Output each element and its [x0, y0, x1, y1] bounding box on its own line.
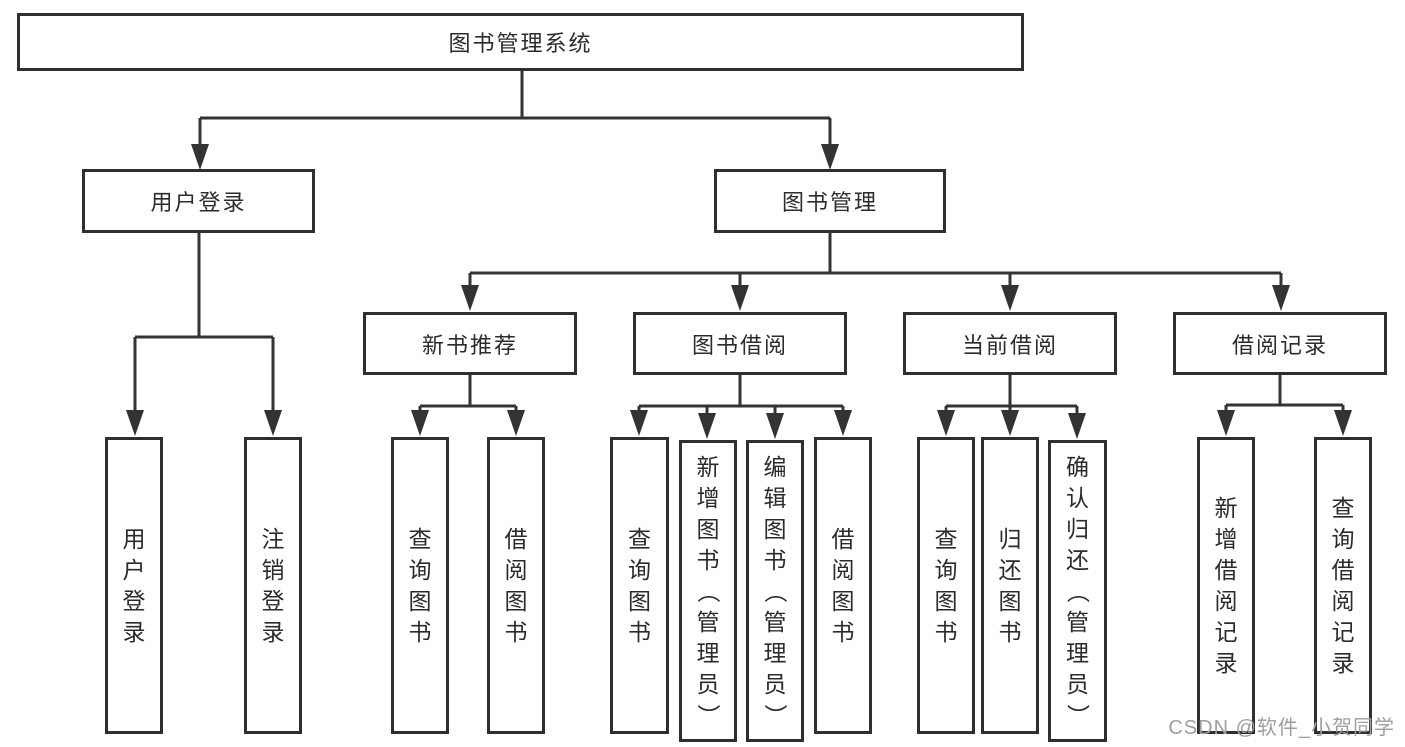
leaf-borrow-books: 借阅图书: [814, 437, 872, 734]
node-new-book-recommendation: 新书推荐: [363, 312, 577, 375]
leaf-query-books-recommend: 查询图书: [391, 437, 449, 734]
node-borrowing-records: 借阅记录: [1173, 312, 1387, 375]
leaf-query-books-current: 查询图书: [917, 437, 975, 734]
node-root: 图书管理系统: [17, 13, 1024, 71]
leaf-logout: 注销登录: [244, 437, 302, 734]
leaf-edit-books-admin: 编辑图书（管理员）: [746, 440, 804, 742]
leaf-user-login: 用户登录: [105, 437, 163, 734]
leaf-query-books-borrow: 查询图书: [610, 437, 669, 734]
leaf-confirm-return-admin: 确认归还（管理员）: [1048, 440, 1107, 742]
watermark-text: CSDN @软件_小贺同学: [1168, 717, 1395, 739]
node-user-login: 用户登录: [82, 169, 315, 233]
leaf-add-books-admin: 新增图书（管理员）: [679, 440, 737, 742]
node-current-borrowing: 当前借阅: [903, 312, 1117, 375]
leaf-query-borrow-record: 查询借阅记录: [1314, 437, 1372, 734]
leaf-return-books: 归还图书: [981, 437, 1039, 734]
leaf-add-borrow-record: 新增借阅记录: [1197, 437, 1255, 734]
node-book-management: 图书管理: [714, 169, 946, 233]
leaf-borrow-books-recommend: 借阅图书: [487, 437, 545, 734]
node-book-borrowing: 图书借阅: [633, 312, 847, 375]
